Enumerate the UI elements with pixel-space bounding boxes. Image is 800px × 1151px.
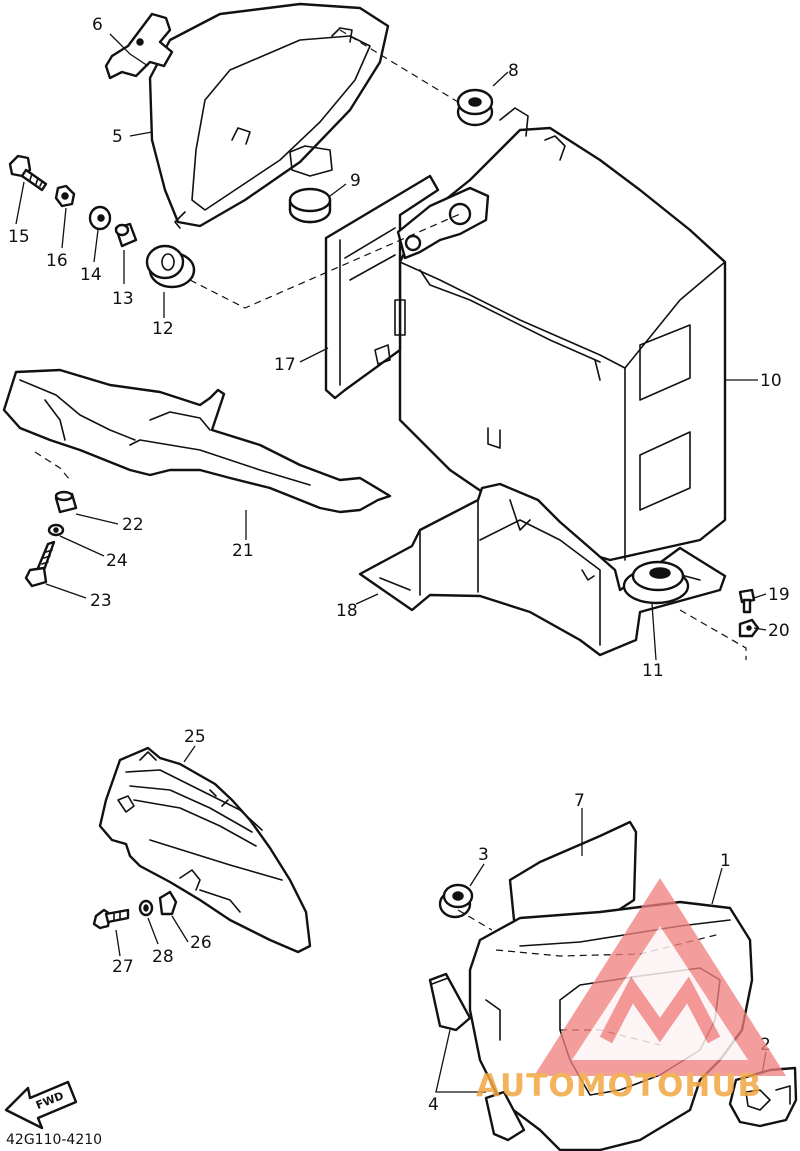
callout-7: 7 bbox=[574, 791, 585, 811]
callout-13: 13 bbox=[112, 289, 134, 309]
part-6-clip bbox=[104, 12, 174, 80]
part-12-grommet bbox=[145, 244, 196, 289]
callout-14: 14 bbox=[80, 265, 102, 285]
part-9-grommet bbox=[288, 187, 332, 224]
callout-17: 17 bbox=[274, 355, 296, 375]
part-23-bolt bbox=[24, 540, 56, 588]
watermark-text: AUTOMOTOHUB bbox=[476, 1068, 762, 1104]
callout-16: 16 bbox=[46, 251, 68, 271]
callout-24: 24 bbox=[106, 551, 128, 571]
callout-15: 15 bbox=[8, 227, 30, 247]
callout-18: 18 bbox=[336, 601, 358, 621]
callout-12: 12 bbox=[152, 319, 174, 339]
callout-25: 25 bbox=[184, 727, 206, 747]
part-21-tray bbox=[2, 368, 392, 514]
callout-22: 22 bbox=[122, 515, 144, 535]
part-2-emblem bbox=[728, 1066, 798, 1128]
callout-19: 19 bbox=[768, 585, 790, 605]
callout-27: 27 bbox=[112, 957, 134, 977]
callout-labels: 6 5 8 9 15 16 14 13 12 17 10 22 21 24 23… bbox=[8, 15, 790, 1115]
part-4-damper bbox=[428, 972, 526, 1142]
callout-26: 26 bbox=[190, 933, 212, 953]
part-5-cover-frame bbox=[148, 2, 390, 229]
part-27-bolt bbox=[92, 908, 130, 930]
part-25-side-cover bbox=[98, 746, 312, 954]
part-26-grommet bbox=[158, 890, 178, 916]
part-22-collar bbox=[54, 490, 78, 514]
part-24-washer bbox=[47, 523, 65, 537]
callout-28: 28 bbox=[152, 947, 174, 967]
callout-1: 1 bbox=[720, 851, 731, 871]
part-28-collar bbox=[138, 899, 154, 917]
part-19-bolt bbox=[738, 588, 756, 614]
callout-9: 9 bbox=[350, 171, 361, 191]
callout-3: 3 bbox=[478, 845, 489, 865]
callout-11: 11 bbox=[642, 661, 664, 681]
part-17-strap-bracket bbox=[324, 174, 490, 400]
callout-8: 8 bbox=[508, 61, 519, 81]
callout-4: 4 bbox=[428, 1095, 439, 1115]
part-14-washer bbox=[88, 205, 112, 231]
part-10-battery-box bbox=[398, 107, 727, 562]
watermark-logo: AUTOMOTOHUB bbox=[476, 878, 786, 1104]
callout-21: 21 bbox=[232, 541, 254, 561]
callout-20: 20 bbox=[768, 621, 790, 641]
diagram-code: 42G110-4210 bbox=[6, 1132, 102, 1148]
part-11-grommet bbox=[622, 560, 690, 605]
fwd-arrow-icon: FWD bbox=[4, 1080, 78, 1130]
part-13-collar bbox=[114, 222, 138, 248]
part-15-bolt bbox=[8, 154, 48, 192]
callout-23: 23 bbox=[90, 591, 112, 611]
part-20-nut bbox=[738, 618, 760, 638]
callout-5: 5 bbox=[112, 127, 123, 147]
part-8-grommet bbox=[456, 88, 494, 127]
callout-6: 6 bbox=[92, 15, 103, 35]
part-16-nut bbox=[54, 184, 76, 208]
callout-10: 10 bbox=[760, 371, 782, 391]
leader-lines bbox=[15, 29, 767, 1093]
part-3-grommet bbox=[438, 883, 474, 919]
